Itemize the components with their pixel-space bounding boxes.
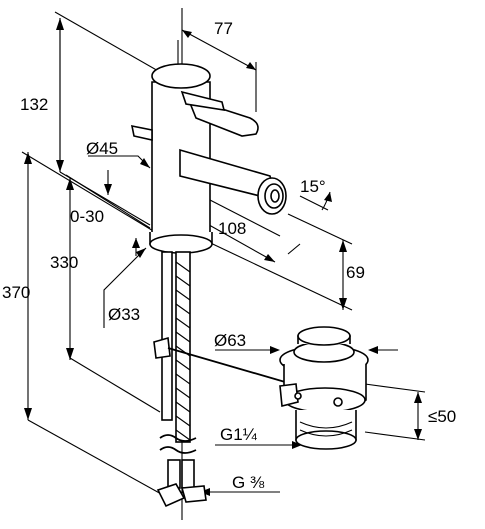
dimension-370: 370 (2, 283, 30, 302)
supply-hoses (153, 251, 293, 508)
dimension-69: 69 (346, 263, 365, 282)
faucet-body (130, 63, 287, 254)
dimension-diameter-63: Ø63 (214, 331, 246, 350)
thread-g1-1-4: G1¼ (220, 425, 258, 444)
dimension-max-50: ≤50 (428, 407, 456, 426)
dimension-15-degree: 15° (300, 177, 326, 196)
dimension-diameter-33: Ø33 (108, 305, 140, 324)
dimension-132: 132 (20, 95, 48, 114)
dimension-0-30: 0-30 (70, 207, 104, 226)
thread-g-3-8: G ⅜ (232, 473, 265, 492)
pop-up-waste (279, 326, 369, 450)
dimension-330: 330 (50, 253, 78, 272)
dimension-diameter-45: Ø45 (86, 139, 118, 158)
dimension-77: 77 (214, 19, 233, 38)
dimension-108: 108 (218, 219, 246, 238)
